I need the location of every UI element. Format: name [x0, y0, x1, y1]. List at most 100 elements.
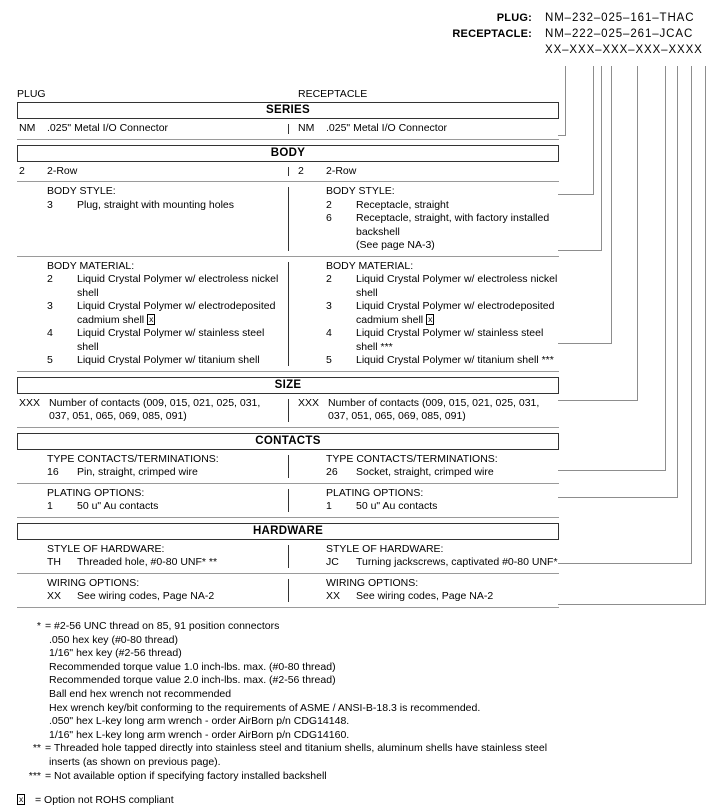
title-plating-receptacle: PLATING OPTIONS: [326, 486, 424, 499]
code-body-material-recep-1: 3 [326, 300, 332, 312]
footnote-star-sub-7: 1/16" hex L-key long arm wrench - order … [49, 728, 350, 741]
row-body-material: BODY MATERIAL: 2 Liquid Crystal Polymer … [17, 257, 559, 372]
list-item: 2 Liquid Crystal Polymer w/ electroless … [47, 273, 288, 300]
title-body-style-plug: BODY STYLE: [47, 185, 116, 197]
cell-series-plug: NM .025" Metal I/O Connector [17, 122, 288, 136]
cell-body-row-plug: 2 2-Row [17, 165, 288, 179]
text-body-row-receptacle: 2-Row [326, 164, 357, 177]
cell-size-receptacle: XXX Number of contacts (009, 015, 021, 0… [288, 397, 559, 424]
text-plating-recep: 50 u" Au contacts [356, 500, 438, 512]
footnote-star-sub-4: Ball end hex wrench not recommended [49, 687, 232, 700]
code-wiring-plug: XX [47, 590, 62, 602]
section-header-body: BODY [17, 144, 559, 162]
code-body-row-receptacle: 2 [298, 164, 304, 177]
text-body-material-plug-0: Liquid Crystal Polymer w/ electroless ni… [77, 273, 279, 299]
code-series-receptacle: NM [298, 122, 315, 134]
column-divider-tick [288, 578, 289, 602]
text-body-row-plug: 2-Row [47, 164, 78, 177]
breakdown-chart: SERIES NM .025" Metal I/O Connector NM .… [17, 102, 559, 608]
section-header-contacts: CONTACTS [17, 432, 559, 450]
section-header-series: SERIES [17, 102, 559, 119]
rohs-noncompliant-icon: x [426, 313, 435, 325]
list-item: 5 Liquid Crystal Polymer w/ titanium she… [326, 354, 559, 368]
list-item: 1 50 u" Au contacts [326, 500, 559, 514]
text-plating-plug: 50 u" Au contacts [77, 500, 159, 512]
plug-pn-label: PLUG: [496, 12, 532, 24]
footnotes: * = #2-56 UNC thread on 85, 91 position … [17, 620, 707, 808]
text-size-plug-line1: Number of contacts (009, 015, 021, 025, … [49, 396, 261, 409]
row-body-2row: 2 2-Row 2 2-Row [17, 162, 559, 182]
mask-pn-value: XX–XXX–XXX–XXX–XXXX [545, 44, 703, 56]
code-body-material-plug-2 [47, 314, 77, 328]
part-number-row-plug: PLUG: NM–232–025–161–THAC [420, 10, 712, 26]
text-body-material-recep-0: Liquid Crystal Polymer w/ electroless ni… [356, 273, 558, 299]
title-wiring-receptacle: WIRING OPTIONS: [326, 576, 419, 589]
column-caption-plug: PLUG [17, 88, 46, 100]
text-hardware-style-recep: Turning jackscrews, captivated #0-80 UNF… [356, 556, 558, 568]
row-wiring: WIRING OPTIONS: XX See wiring codes, Pag… [17, 574, 559, 608]
list-item: 3 Liquid Crystal Polymer w/ electrodepos… [47, 300, 288, 314]
cell-contacts-type-plug: TYPE CONTACTS/TERMINATIONS: 16 Pin, stra… [17, 453, 288, 480]
code-hardware-style-plug: TH [47, 556, 61, 568]
text-body-material-plug-4: Liquid Crystal Polymer w/ titanium shell [77, 354, 260, 366]
code-body-material-recep-0: 2 [326, 273, 332, 285]
cell-size-plug: XXX Number of contacts (009, 015, 021, 0… [17, 397, 288, 424]
text-body-material-plug-1: Liquid Crystal Polymer w/ electrodeposit… [77, 300, 276, 312]
code-body-material-recep-3: 4 [326, 327, 332, 339]
list-item: 26 Socket, straight, crimped wire [326, 466, 559, 480]
footnote-star-sub-0: .050 hex key (#0-80 thread) [49, 633, 178, 646]
text-body-style-recep-2: (See page NA-3) [356, 239, 435, 251]
leader-line-body-row [558, 66, 594, 195]
row-contacts-type: TYPE CONTACTS/TERMINATIONS: 16 Pin, stra… [17, 450, 559, 484]
title-hardware-style-plug: STYLE OF HARDWARE: [47, 542, 165, 555]
text-wiring-plug: See wiring codes, Page NA-2 [77, 590, 215, 602]
code-contacts-type-recep: 26 [326, 466, 338, 478]
title-plating-plug: PLATING OPTIONS: [47, 486, 145, 499]
text-hardware-style-plug: Threaded hole, #0-80 UNF* ** [77, 556, 218, 568]
receptacle-pn-label: RECEPTACLE: [452, 28, 532, 40]
footnote-double-star-mark: ** [32, 742, 41, 755]
column-divider-tick [288, 187, 289, 251]
section-header-hardware: HARDWARE [17, 522, 559, 540]
list-item: 2 Receptacle, straight [326, 199, 559, 213]
rohs-noncompliant-icon: x [17, 794, 26, 806]
part-number-row-mask: XX–XXX–XXX–XXX–XXXX [420, 42, 712, 58]
column-divider-tick [288, 454, 289, 478]
footnote-star-sub-2: Recommended torque value 1.0 inch-lbs. m… [49, 660, 336, 673]
code-size-plug: XXX [19, 396, 41, 409]
leader-line-contacts-type [558, 66, 666, 471]
title-hardware-style-receptacle: STYLE OF HARDWARE: [326, 542, 444, 555]
cell-plating-receptacle: PLATING OPTIONS: 1 50 u" Au contacts [288, 487, 559, 514]
code-body-material-plug-3: 4 [47, 327, 53, 339]
text-wiring-recep: See wiring codes, Page NA-2 [356, 590, 494, 602]
text-body-style-recep-1: Receptacle, straight, with factory insta… [356, 212, 550, 238]
text-contacts-type-recep: Socket, straight, crimped wire [356, 466, 494, 478]
footnote-double-star-cont: inserts (as shown on previous page). [49, 755, 221, 768]
text-size-plug-line2: 037, 051, 065, 069, 085, 091) [49, 410, 187, 422]
code-series-plug: NM [19, 122, 36, 134]
code-plating-recep: 1 [326, 500, 332, 512]
text-series-plug: .025" Metal I/O Connector [47, 122, 169, 134]
receptacle-pn-value: NM–222–025–261–JCAC [545, 28, 694, 40]
code-body-material-recep-2 [326, 314, 356, 328]
title-wiring-plug: WIRING OPTIONS: [47, 576, 140, 589]
cell-contacts-type-receptacle: TYPE CONTACTS/TERMINATIONS: 26 Socket, s… [288, 453, 559, 480]
list-item: 6 Receptacle, straight, with factory ins… [326, 212, 559, 239]
footnote-rohs-text: = Option not ROHS compliant [35, 794, 174, 807]
column-divider-tick [288, 261, 289, 366]
footnote-star-sub-1: 1/16" hex key (#2-56 thread) [49, 647, 182, 660]
code-hardware-style-recep: JC [326, 556, 339, 568]
row-plating: PLATING OPTIONS: 1 50 u" Au contacts PLA… [17, 484, 559, 518]
code-body-style-plug-0: 3 [47, 198, 53, 211]
list-item: 3 Liquid Crystal Polymer w/ electrodepos… [326, 300, 559, 314]
footnote-double-star-text: = Threaded hole tapped directly into sta… [45, 742, 548, 755]
list-item: XX See wiring codes, Page NA-2 [47, 590, 288, 604]
leader-line-size [558, 66, 638, 401]
leader-line-body-material [558, 66, 612, 344]
code-plating-plug: 1 [47, 500, 53, 512]
list-item: XX See wiring codes, Page NA-2 [326, 590, 559, 604]
code-body-material-recep-4: 5 [326, 354, 332, 366]
